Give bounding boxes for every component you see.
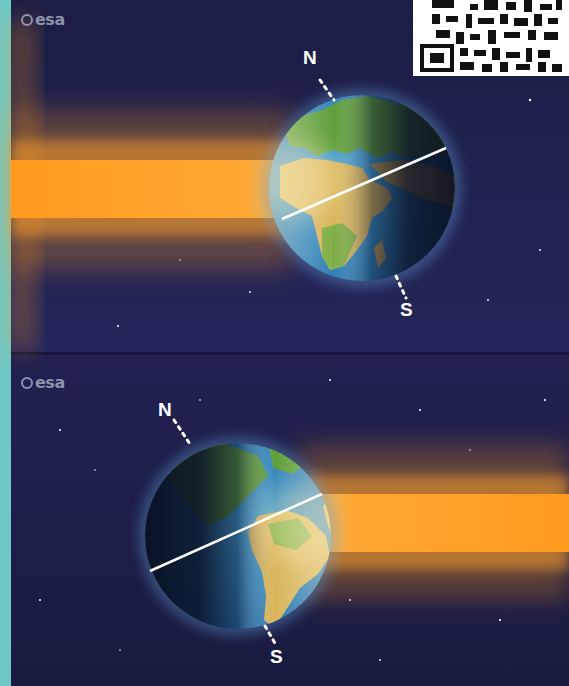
earth-axis	[174, 420, 276, 645]
side-strip	[0, 0, 11, 686]
logo-watermark: esa	[35, 375, 65, 391]
south-pole-label: S	[270, 647, 283, 666]
equator-line	[150, 494, 322, 571]
earth	[145, 441, 340, 629]
sunlight-beam	[11, 20, 296, 350]
north-pole-label: N	[303, 48, 317, 67]
logo-mark	[22, 15, 32, 388]
earth-axis	[320, 80, 406, 298]
top-panel	[0, 0, 569, 352]
equator-line	[282, 148, 446, 219]
north-pole-label: N	[158, 400, 172, 419]
bottom-panel	[0, 355, 569, 686]
panel-divider	[0, 352, 569, 355]
earth	[260, 95, 457, 281]
qr-code	[413, 0, 569, 76]
sunlight-beam	[300, 445, 569, 600]
logo-watermark: esa	[35, 12, 65, 28]
south-pole-label: S	[400, 300, 413, 319]
